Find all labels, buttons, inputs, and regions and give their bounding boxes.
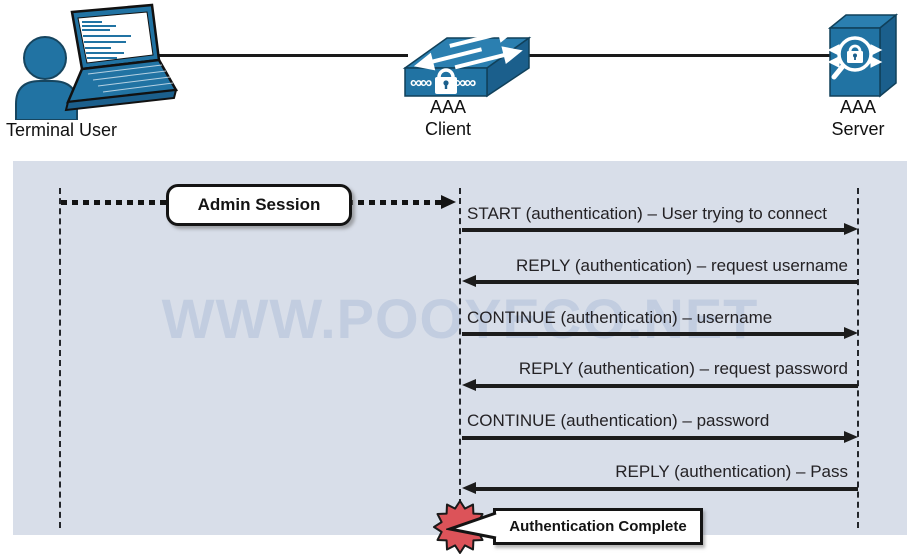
aaa-server-icon (827, 13, 899, 98)
lifeline-aaa-client (459, 188, 461, 505)
admin-session-box: Admin Session (166, 184, 352, 226)
terminal-user-icon (15, 3, 179, 120)
callout-pointer (446, 511, 497, 540)
terminal-user-label: Terminal User (6, 120, 118, 140)
message-text: START (authentication) – User trying to … (467, 204, 828, 223)
message-arrow-left (462, 275, 858, 288)
arrowhead-icon (844, 431, 858, 443)
arrowhead-icon (844, 327, 858, 339)
admin-session-arrowhead (441, 195, 456, 209)
link-user-to-client (150, 54, 408, 57)
message-text: REPLY (authentication) – request usernam… (515, 256, 848, 275)
magnifier-lock-icon (831, 36, 873, 80)
message-arrow-right (462, 431, 858, 444)
message-arrow-left (462, 379, 858, 392)
arrowhead-icon (462, 482, 476, 494)
message-text: CONTINUE (authentication) – password (467, 411, 770, 430)
link-client-to-server (522, 54, 830, 57)
aaa-server-label: AAA Server (831, 97, 885, 139)
message-arrow-left (462, 482, 858, 495)
message-arrow-right (462, 223, 858, 236)
arrowhead-icon (462, 379, 476, 391)
message-text: REPLY (authentication) – request passwor… (518, 359, 848, 378)
message-arrow-right (462, 327, 858, 340)
message-text: CONTINUE (authentication) – username (467, 308, 773, 327)
lifeline-aaa-server (857, 188, 859, 528)
aaa-client-switch-icon: ∞∞ ∞∞ (402, 26, 532, 98)
svg-text:∞∞: ∞∞ (454, 73, 476, 92)
svg-text:∞∞: ∞∞ (410, 73, 432, 92)
arrowhead-icon (844, 223, 858, 235)
authentication-complete-callout: Authentication Complete (493, 508, 703, 545)
lock-icon (435, 68, 457, 94)
arrowhead-icon (462, 275, 476, 287)
lifeline-terminal-user (59, 188, 61, 528)
message-text: REPLY (authentication) – Pass (615, 462, 848, 481)
aaa-client-label: AAA Client (424, 97, 472, 139)
